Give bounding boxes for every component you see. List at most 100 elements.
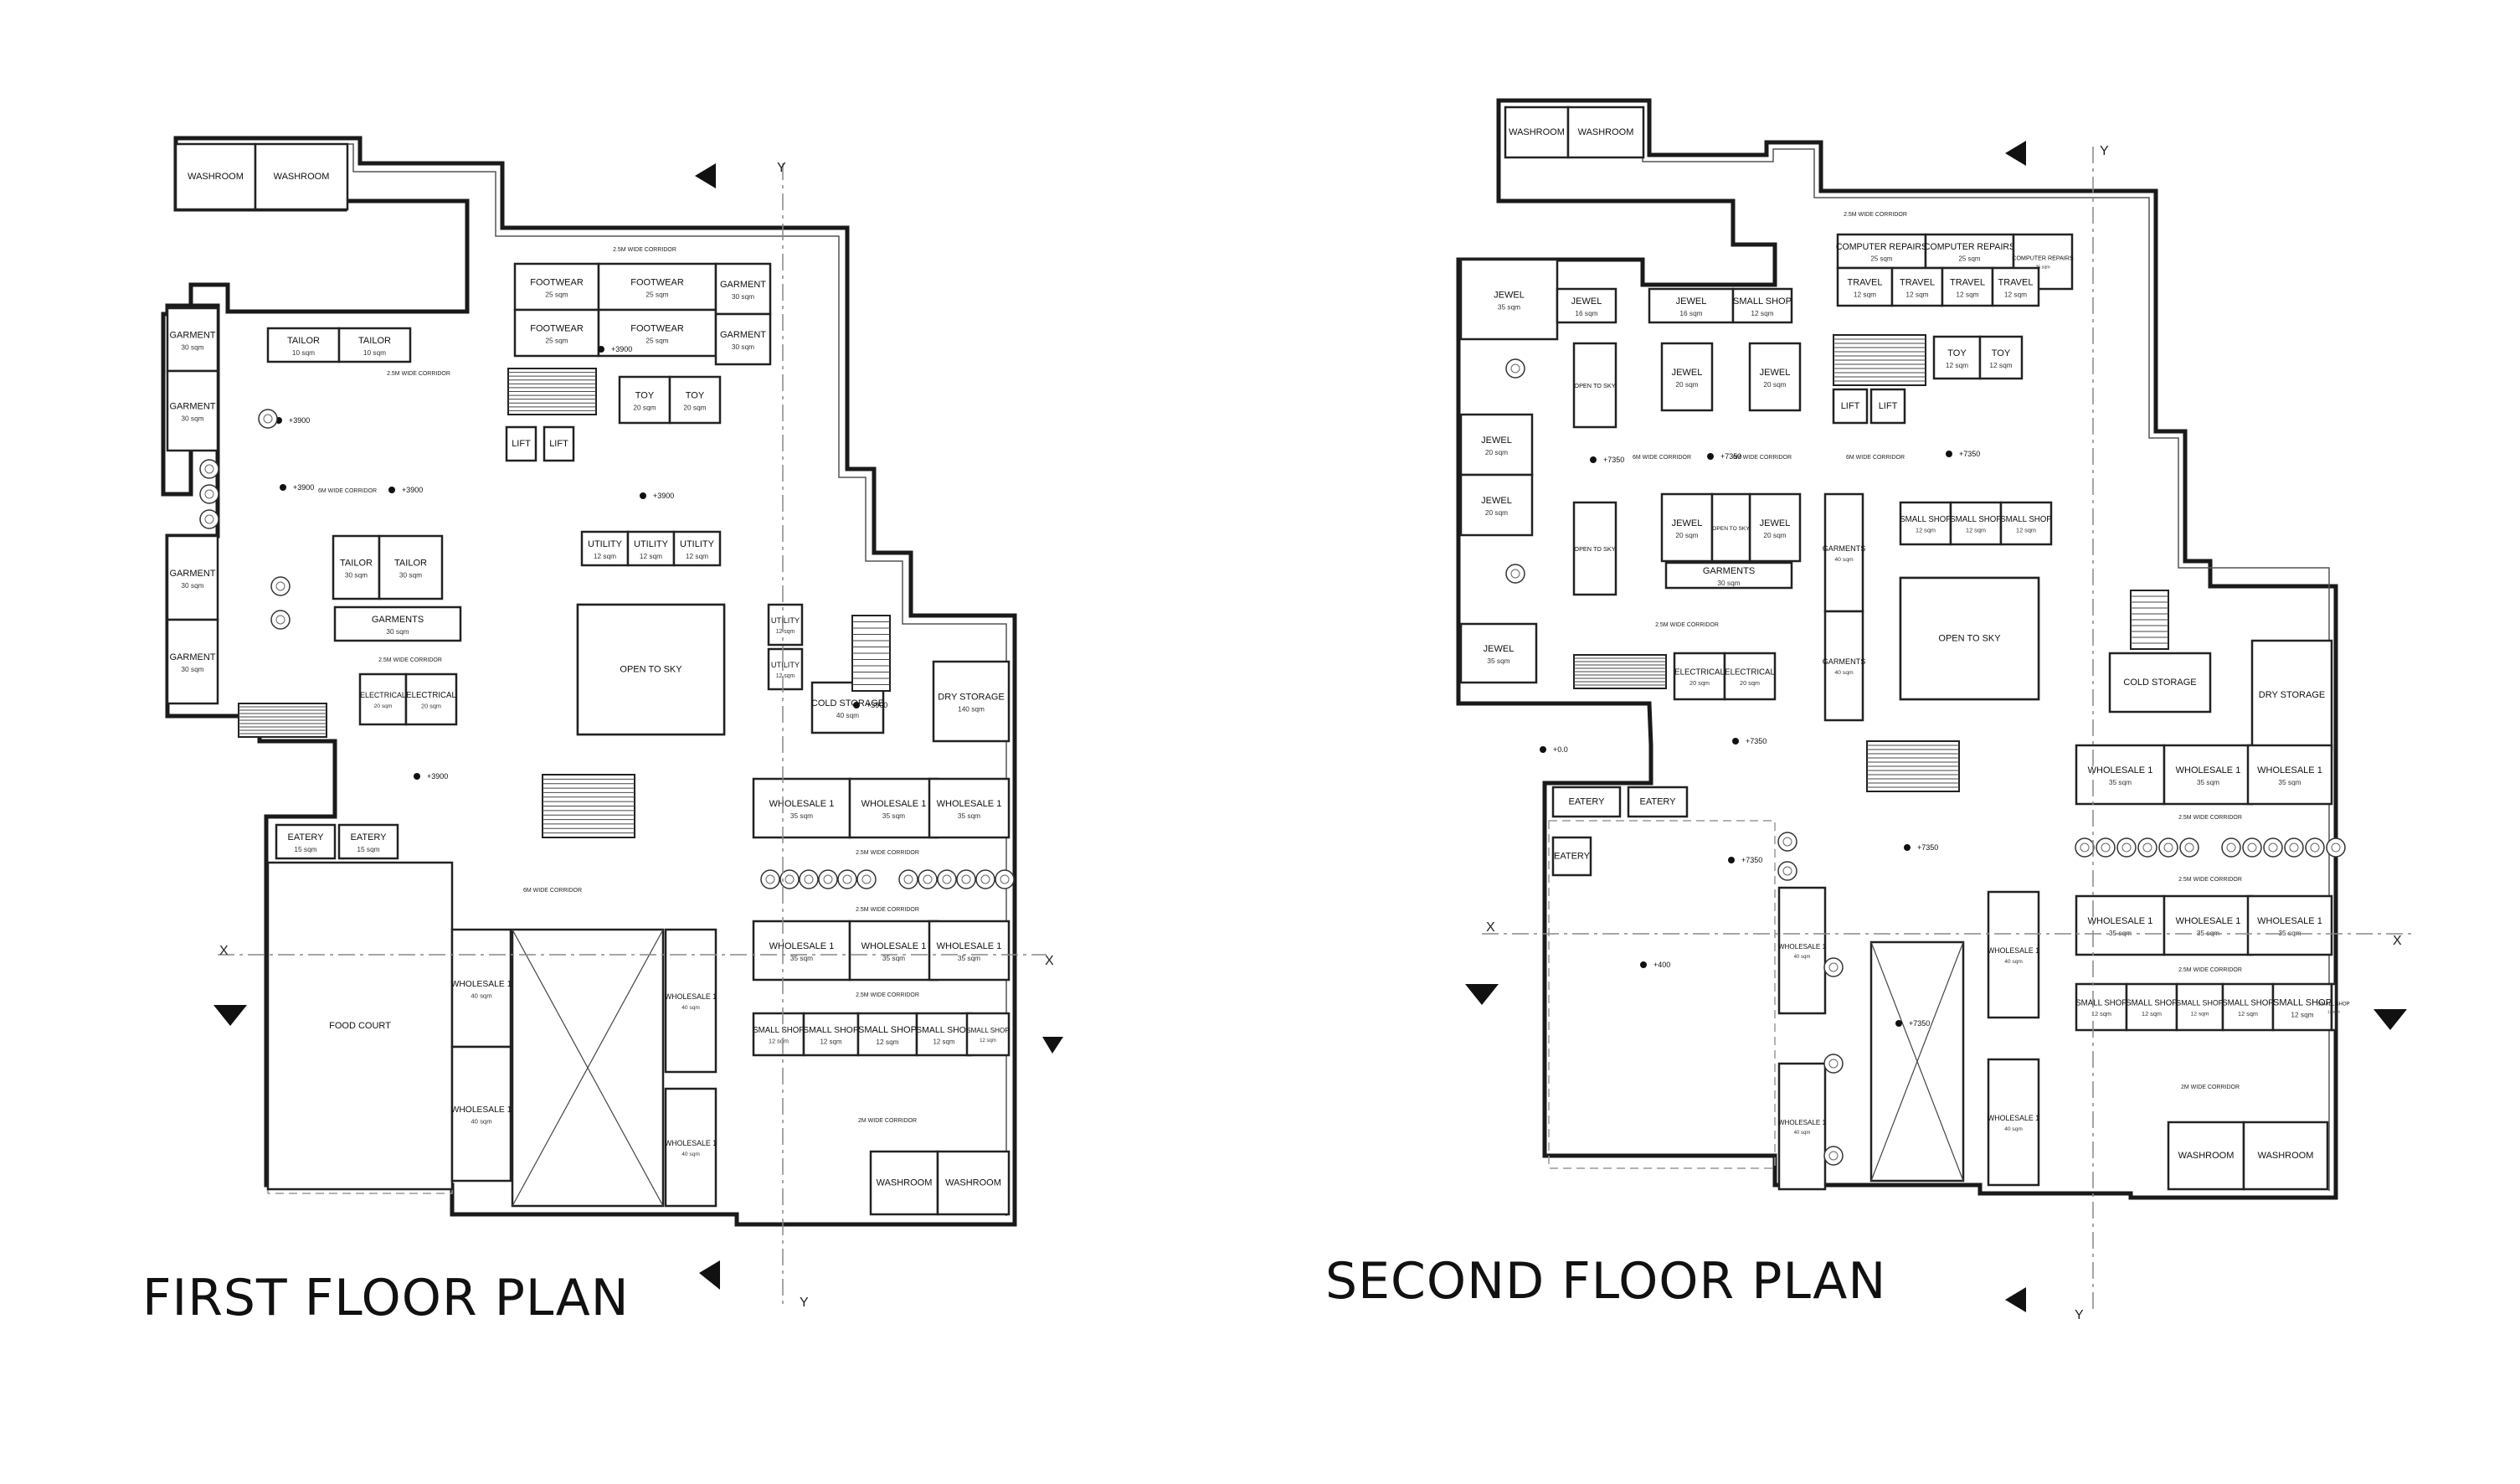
room-name: ELECTRICAL: [360, 691, 406, 699]
room-name: WHOLESALE 1: [451, 980, 512, 989]
room-wholesale-1: WHOLESALE 135 sqm: [752, 920, 851, 982]
room-wall: [254, 142, 349, 211]
room-wall: [266, 327, 341, 363]
tree-icon: [2080, 842, 2090, 853]
room-wall: [2250, 639, 2333, 751]
room-area: 12 sqm: [2191, 1011, 2209, 1017]
room-area: 12 sqm: [1946, 361, 1968, 369]
room-area: 16 sqm: [1679, 309, 1702, 317]
room-wall: [337, 327, 412, 363]
room-wall: [965, 1012, 1011, 1057]
room-wall: [618, 375, 671, 425]
room-name: WHOLESALE 1: [2088, 765, 2153, 775]
tree-icon: [2289, 842, 2299, 853]
room-area: 10 sqm: [363, 348, 386, 357]
room-name: WASHROOM: [1509, 127, 1565, 137]
room-area: 12 sqm: [1966, 527, 1986, 534]
room-wall: [1991, 266, 2040, 307]
room-wall: [2108, 652, 2212, 714]
level-mark: +0.0: [1540, 745, 1568, 754]
level-mark: +3900: [388, 486, 423, 494]
level-value: +3900: [427, 772, 448, 781]
room-name: SMALL SHOP: [916, 1025, 972, 1035]
tree-icon: [204, 514, 214, 524]
room-name: ELECTRICAL: [1674, 668, 1725, 678]
room-wall: [404, 672, 458, 726]
room-wall: [166, 618, 219, 705]
room-washroom: WASHROOM: [1566, 106, 1645, 159]
room-area: 20 sqm: [1675, 531, 1698, 539]
tree-icon: [1823, 1054, 1844, 1074]
tree-icon: [2142, 842, 2152, 853]
room-name: EATERY: [1640, 797, 1677, 807]
room-name: SMALL SHOP: [2000, 515, 2052, 524]
room-area: 25 sqm: [545, 291, 568, 299]
room-name: WASHROOM: [274, 172, 330, 182]
room-name: JEWEL: [1481, 435, 1512, 446]
room-name: GARMENT: [170, 652, 216, 662]
room-area: 20 sqm: [421, 703, 441, 710]
room-wholesale-1: WHOLESALE 140 sqm: [664, 1087, 717, 1208]
staircase: [507, 368, 597, 415]
room-open-to-sky: OPEN TO SKY: [1572, 342, 1617, 429]
room-wall: [1627, 786, 1689, 818]
room-wall: [752, 1012, 805, 1057]
tree-icon: [2247, 842, 2257, 853]
level-mark: +3900: [598, 345, 632, 353]
corridor-label: 6M WIDE CORRIDOR: [523, 888, 582, 894]
room-name: WHOLESALE 1: [861, 799, 927, 809]
room-wall: [450, 928, 512, 1049]
level-marker-icon: [1946, 451, 1952, 457]
room-name: GARMENTS: [1703, 566, 1755, 576]
eatery-court-outline: [1548, 820, 1776, 1169]
room-eatery: EATERY: [1551, 836, 1592, 877]
room-toy: TOY 12 sqm: [1932, 335, 1982, 380]
lower-void: [1869, 940, 1965, 1183]
tree-icon: [204, 489, 214, 499]
room-area: 12 sqm: [769, 1038, 789, 1045]
corridor-label: 2.5M WIDE CORRIDOR: [856, 992, 919, 998]
tree-icon: [2263, 837, 2283, 858]
room-area: 30 sqm: [181, 581, 203, 590]
tree-icon: [258, 409, 278, 429]
tree-icon: [1777, 832, 1797, 852]
room-name: TOY: [686, 391, 705, 401]
room-name: EATERY: [1569, 797, 1606, 807]
room-name: TOY: [1947, 348, 1967, 358]
tree-icon: [818, 869, 838, 889]
room-wall: [450, 1045, 512, 1183]
room-cold-storage: COLD STORAGE: [2108, 652, 2212, 714]
room-area: 40 sqm: [1794, 955, 1811, 960]
section-label-x-left: X: [1486, 920, 1495, 935]
room-area: 15 sqm: [294, 845, 316, 853]
room-area: 20 sqm: [1763, 531, 1786, 539]
tree-icon: [2226, 842, 2236, 853]
room-wall: [767, 603, 804, 647]
room-wall: [1551, 786, 1622, 818]
room-name: TOY: [1992, 348, 2011, 358]
room-washroom: WASHROOM: [2242, 1121, 2329, 1191]
room-washroom: WASHROOM: [2167, 1121, 2245, 1191]
room-wall: [848, 920, 939, 982]
level-mark: +3900: [414, 772, 448, 781]
room-area: 35 sqm: [2109, 929, 2132, 937]
level-mark: +7350: [1732, 737, 1767, 745]
room-name: JEWEL: [1571, 296, 1602, 307]
room-wall: [802, 1012, 860, 1057]
room-washroom: WASHROOM: [936, 1150, 1011, 1216]
room-open-to-sky: OPEN TO SKY: [576, 603, 726, 736]
